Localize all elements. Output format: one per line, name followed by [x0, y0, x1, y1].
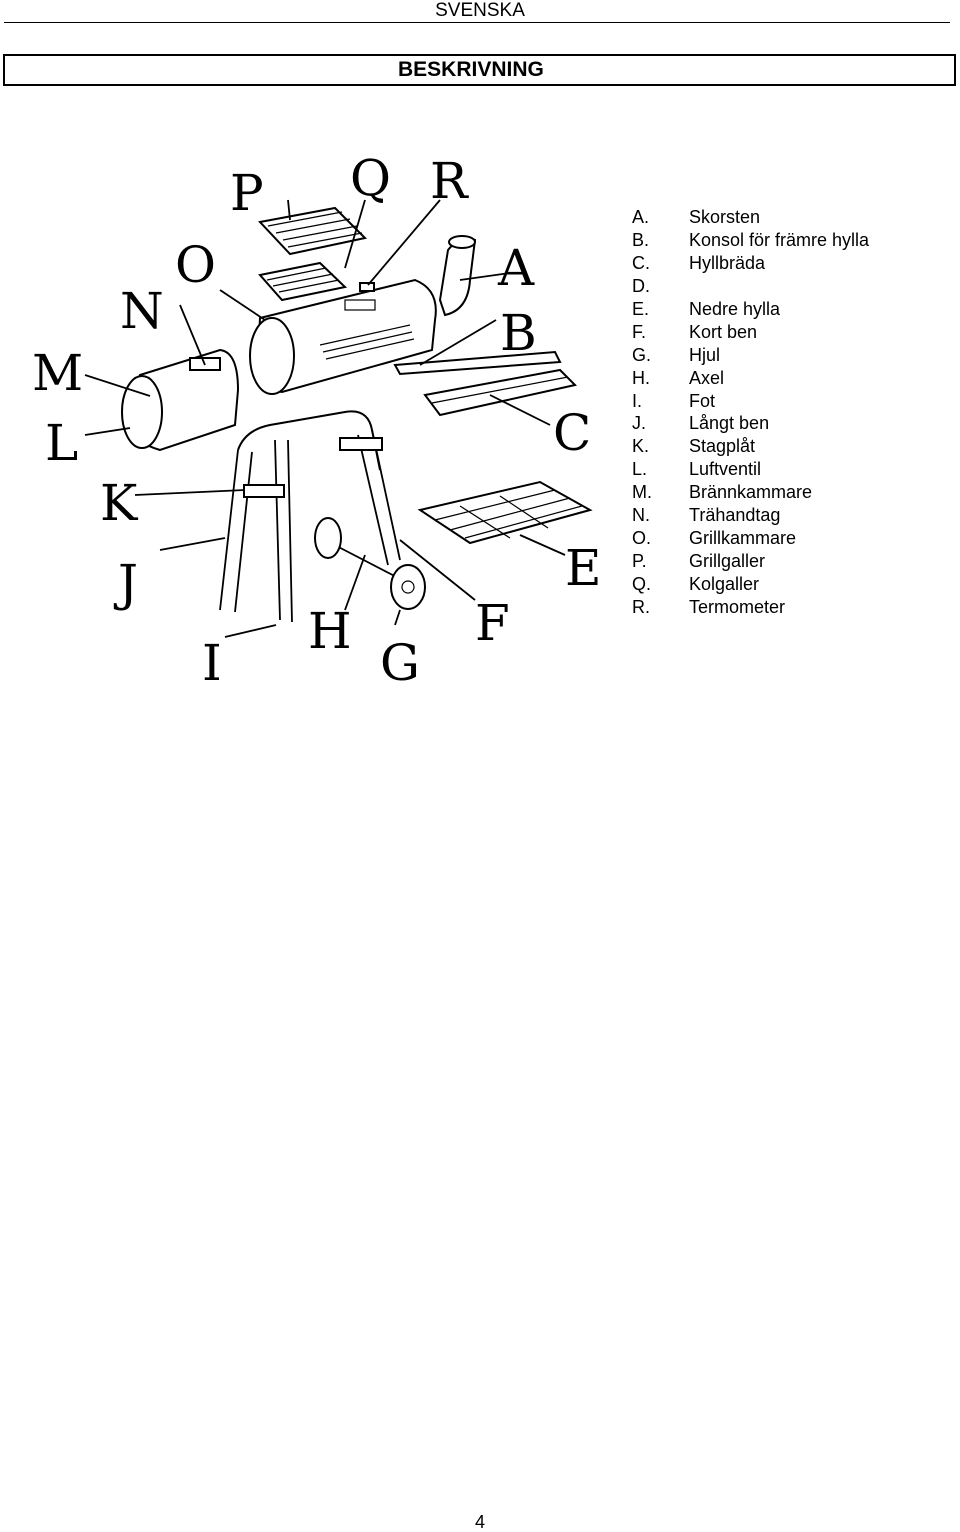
list-item: L. Luftventil [632, 458, 952, 481]
list-item: E. Nedre hylla [632, 298, 952, 321]
header-rule [4, 22, 950, 23]
list-item: O. Grillkammare [632, 527, 952, 550]
callout-g: G [380, 634, 420, 692]
section-title: BESKRIVNING [398, 58, 544, 81]
parts-list: A. Skorsten B. Konsol för främre hylla C. H… [632, 206, 952, 619]
part-code: F. [632, 321, 647, 342]
part-name: Fot [689, 390, 716, 411]
list-item: N. Trähandtag [632, 504, 952, 527]
part-name: Luftventil [689, 459, 762, 480]
part-code: J. [632, 413, 647, 434]
part-name: Trähandtag [689, 505, 781, 526]
list-item: H. Axel [632, 367, 952, 390]
callout-i: I [202, 634, 222, 692]
list-item: C. Hyllbräda [632, 252, 952, 275]
grill-chamber-drawing [249, 278, 437, 395]
part-name: Grillkammare [689, 528, 797, 549]
part-name: Skorsten [689, 207, 761, 227]
list-item: B. Konsol för främre hylla [632, 229, 952, 252]
list-item: K. Stagplåt [632, 435, 952, 458]
list-item: A. Skorsten [632, 206, 952, 229]
part-name: Stagplåt [689, 436, 756, 457]
callout-m: M [32, 344, 83, 402]
list-item: F. Kort ben [632, 321, 952, 344]
callout-b: B [500, 304, 537, 362]
part-name: Brännkammare [689, 482, 813, 503]
part-code: R. [632, 596, 650, 617]
callout-e: E [565, 539, 602, 597]
part-name: Grillgaller [689, 551, 766, 572]
callout-r: R [430, 152, 469, 210]
part-code: B. [632, 229, 650, 250]
part-name: Termometer [689, 596, 786, 617]
callout-c: C [553, 404, 591, 462]
callout-leaders [84, 199, 566, 638]
part-code: E. [632, 298, 650, 319]
part-name: Hjul [689, 344, 721, 365]
part-code: P. [632, 551, 647, 572]
axle-wheels-drawing [314, 517, 426, 610]
part-code: O. [632, 528, 652, 549]
part-name: Nedre hylla [689, 298, 781, 319]
list-item: Q. Kolgaller [632, 573, 952, 596]
part-name: Konsol för främre hylla [689, 229, 870, 250]
callout-q: Q [350, 149, 391, 207]
charcoal-grate-drawing [258, 261, 348, 302]
cooking-grate-drawing [258, 206, 368, 256]
list-item: I. Fot [632, 390, 952, 413]
chimney-drawing [438, 235, 477, 317]
list-item: R. Termometer [632, 596, 952, 619]
list-item: P. Grillgaller [632, 550, 952, 573]
list-item: G. Hjul [632, 344, 952, 367]
part-code: Q. [632, 574, 652, 594]
page-header-language: SVENSKA [435, 0, 525, 21]
callout-o: O [175, 236, 216, 294]
part-code: I. [632, 390, 643, 411]
part-code: N. [632, 505, 650, 526]
callout-k: K [100, 474, 139, 532]
section-title-box [3, 54, 956, 86]
page-number: 4 [474, 1512, 485, 1532]
shelf-drawing [393, 350, 577, 417]
part-name: Kolgaller [689, 574, 760, 594]
callout-j: J [113, 554, 138, 612]
part-code: C. [632, 252, 650, 273]
exploded-grill-diagram: A B C E F G H I J K L M N O P Q R [32, 149, 602, 692]
part-name: Hyllbräda [689, 252, 766, 273]
part-code: K. [632, 436, 650, 457]
list-item: D. [632, 275, 952, 298]
callout-p: P [230, 164, 264, 222]
part-code: L. [632, 459, 648, 480]
part-code: G. [632, 344, 652, 365]
callout-h: H [308, 602, 352, 660]
cart-frame-drawing [219, 410, 401, 623]
callout-n: N [120, 282, 164, 340]
part-code: H. [632, 367, 650, 388]
part-name: Långt ben [689, 413, 770, 434]
list-item: M. Brännkammare [632, 481, 952, 504]
callout-l: L [45, 414, 78, 472]
firebox-drawing [121, 348, 240, 452]
part-name: Kort ben [689, 321, 758, 342]
lower-shelf-drawing [417, 480, 593, 545]
callout-a: A [497, 239, 535, 297]
part-code: A. [632, 207, 650, 227]
part-code: D. [632, 275, 650, 296]
part-code: M. [632, 482, 652, 503]
part-name: Axel [689, 367, 725, 388]
callout-f: F [475, 594, 510, 652]
list-item: J. Långt ben [632, 412, 952, 435]
